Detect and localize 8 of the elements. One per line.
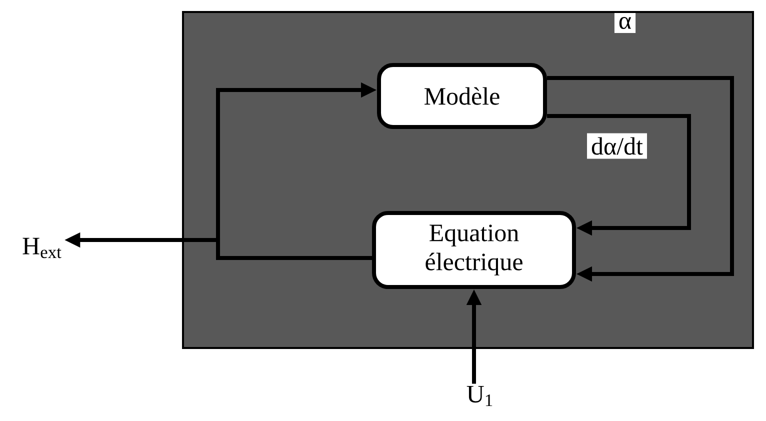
process-box: Equation électrique	[372, 211, 576, 289]
edge-label: α	[614, 12, 636, 34]
process-box: Modèle	[377, 63, 547, 129]
signal-label: U$_{1}$	[466, 386, 492, 406]
arrow	[547, 76, 734, 282]
signal-label: H$_{ext}$	[22, 238, 62, 258]
arrow	[547, 114, 691, 236]
edge-label: dα/dt	[587, 133, 647, 159]
